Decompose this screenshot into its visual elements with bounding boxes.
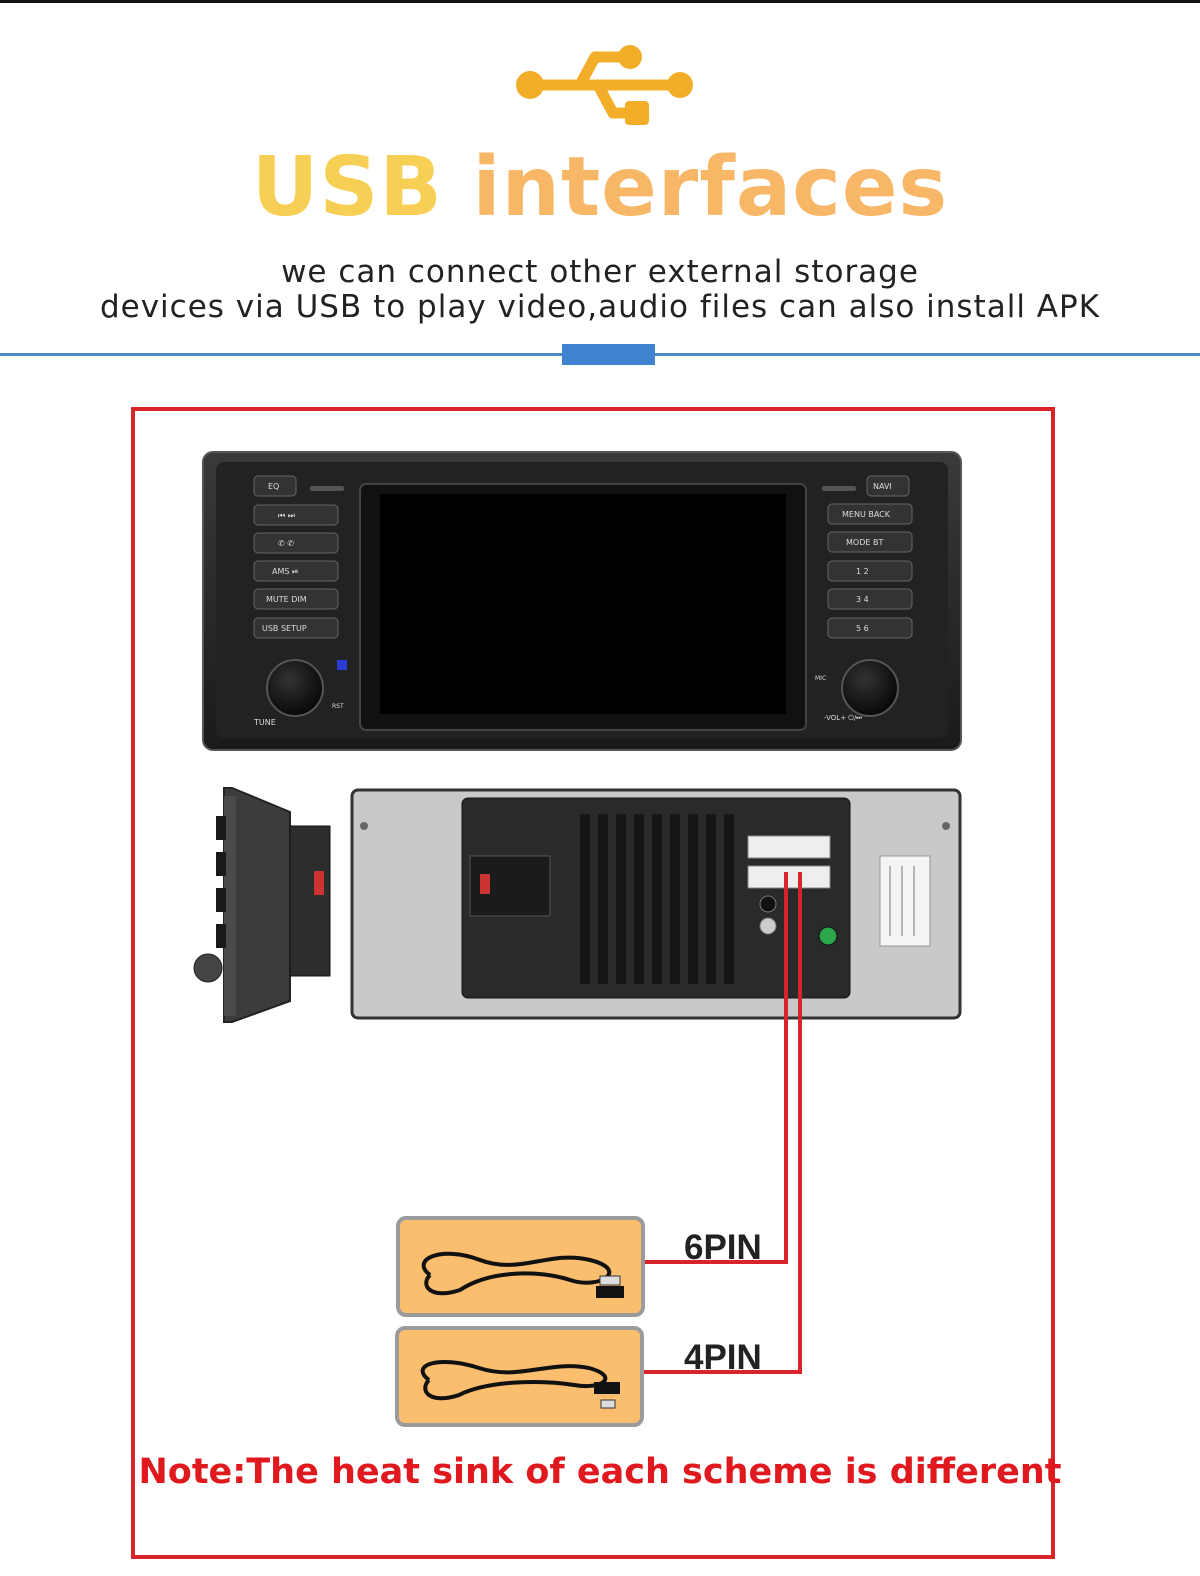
title-word-interfaces: interfaces [472, 140, 949, 235]
svg-text:MUTE DIM: MUTE DIM [266, 595, 307, 604]
connection-wires [644, 872, 802, 1374]
subtitle-line-2: devices via USB to play video,audio file… [99, 289, 1101, 325]
svg-text:MIC: MIC [815, 675, 826, 682]
cable-4pin-image [395, 1326, 644, 1427]
usb-icon [510, 40, 700, 130]
heat-sink-note: Note:The heat sink of each scheme is dif… [138, 1452, 1062, 1492]
svg-text:TUNE: TUNE [253, 718, 276, 727]
svg-text:1 2: 1 2 [856, 567, 869, 576]
svg-text:MENU BACK: MENU BACK [842, 510, 891, 519]
svg-text:USB SETUP: USB SETUP [262, 624, 307, 633]
svg-text:✆ ✆: ✆ ✆ [278, 539, 294, 548]
label-6pin: 6PIN [684, 1228, 762, 1267]
svg-text:NAVI: NAVI [873, 482, 892, 491]
svg-text:-VOL+ ⏻/⏭: -VOL+ ⏻/⏭ [824, 714, 862, 722]
svg-text:MODE BT: MODE BT [846, 538, 883, 547]
svg-text:AMS ⏯: AMS ⏯ [272, 567, 298, 576]
cable-6pin-image [396, 1216, 645, 1317]
right-button-column: NAVI MENU BACK MODE BT 1 2 3 4 5 6 [827, 475, 913, 639]
tune-knob [266, 659, 324, 717]
title-word-usb: USB [251, 140, 443, 235]
top-border [0, 0, 1200, 3]
svg-text:5 6: 5 6 [856, 624, 869, 633]
subtitle-line-1: we can connect other external storage [281, 254, 919, 290]
divider-tab [562, 344, 655, 365]
label-4pin: 4PIN [684, 1338, 762, 1377]
radio-rear-view [350, 788, 962, 1020]
product-frame [131, 407, 1055, 1559]
svg-text:RST: RST [332, 703, 344, 710]
btn-eq-label: EQ [268, 482, 279, 491]
svg-text:⏮ ⏭: ⏮ ⏭ [278, 511, 295, 520]
radio-side-view [193, 787, 331, 1023]
radio-front-unit: EQ ⏮ ⏭ ✆ ✆ AMS ⏯ MUTE DIM USB SETUP NAVI… [202, 451, 962, 751]
left-button-column: EQ ⏮ ⏭ ✆ ✆ AMS ⏯ MUTE DIM USB SETUP [253, 475, 339, 639]
svg-text:3 4: 3 4 [856, 595, 869, 604]
page-title: USB interfaces [0, 138, 1200, 238]
volume-knob [841, 659, 899, 717]
